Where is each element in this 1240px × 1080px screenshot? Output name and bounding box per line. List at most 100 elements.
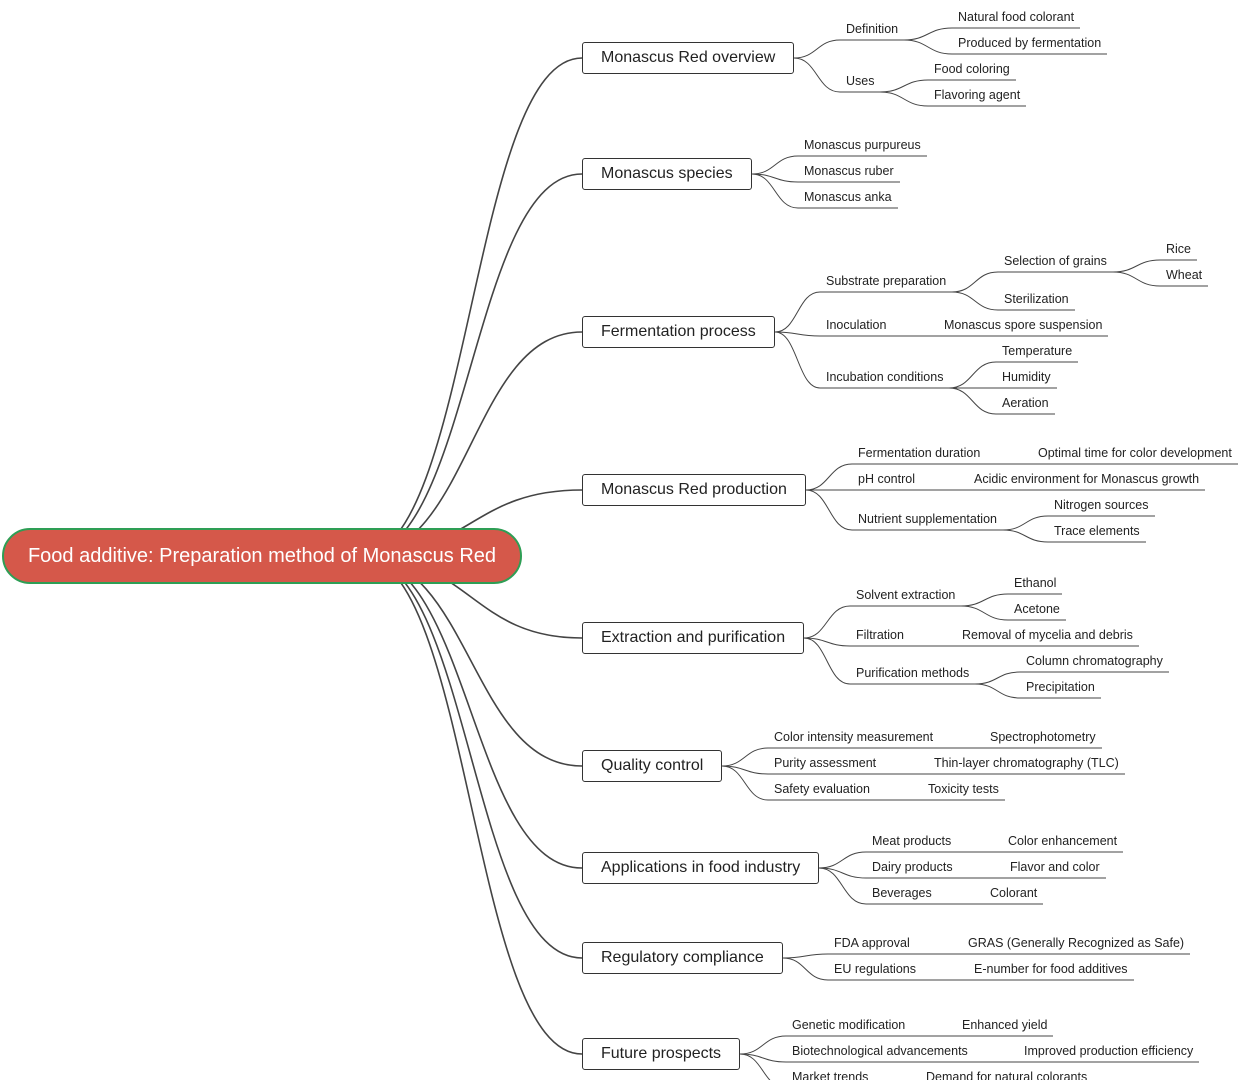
link-7-0 [782, 953, 829, 959]
topic-produced-by-fermentation[interactable]: Produced by fermentation [958, 36, 1102, 50]
topic-biotechnological-advancements[interactable]: Biotechnological advancements [792, 1044, 968, 1058]
topic-incubation-conditions[interactable]: Incubation conditions [826, 370, 944, 384]
link-0-0 [793, 39, 841, 59]
branch-monascus-red-production[interactable]: Monascus Red production [582, 474, 806, 506]
topic-ph-control[interactable]: pH control [858, 472, 915, 486]
topic-e-number[interactable]: E-number for food additives [974, 962, 1128, 976]
link-8-2 [739, 1053, 771, 1080]
root-link-7 [359, 555, 583, 959]
link-2-0-1 [951, 291, 999, 311]
topic-flavor-and-color[interactable]: Flavor and color [1010, 860, 1100, 874]
link-2-2 [774, 331, 821, 389]
link-5-2 [721, 765, 769, 801]
topic-monascus-anka[interactable]: Monascus anka [804, 190, 892, 204]
topic-optimal-time[interactable]: Optimal time for color development [1038, 446, 1232, 460]
topic-enhanced-yield[interactable]: Enhanced yield [962, 1018, 1048, 1032]
topic-colorant[interactable]: Colorant [990, 886, 1038, 900]
root-link-0 [359, 57, 583, 557]
branch-future-prospects[interactable]: Future prospects [582, 1038, 741, 1070]
link-0-1-0 [879, 79, 929, 93]
topic-nitrogen-sources[interactable]: Nitrogen sources [1054, 498, 1149, 512]
topic-meat-products[interactable]: Meat products [872, 834, 952, 848]
topic-monascus-spore-suspension[interactable]: Monascus spore suspension [944, 318, 1103, 332]
link-2-0-0-0 [1112, 259, 1161, 273]
link-6-0 [818, 851, 867, 869]
link-2-1 [774, 331, 821, 337]
link-0-1-1 [879, 91, 929, 107]
branch-applications-in-food-industry[interactable]: Applications in food industry [582, 852, 820, 884]
topic-acidic-environment[interactable]: Acidic environment for Monascus growth [974, 472, 1200, 486]
root-node[interactable]: Food additive: Preparation method of Mon… [2, 528, 522, 584]
topic-gras[interactable]: GRAS (Generally Recognized as Safe) [968, 936, 1185, 950]
topic-color-intensity-measurement[interactable]: Color intensity measurement [774, 730, 934, 744]
link-2-0-0-1 [1112, 271, 1161, 287]
topic-humidity[interactable]: Humidity [1002, 370, 1051, 384]
topic-fermentation-duration[interactable]: Fermentation duration [858, 446, 981, 460]
topic-monascus-ruber[interactable]: Monascus ruber [804, 164, 894, 178]
topic-definition[interactable]: Definition [846, 22, 899, 36]
topic-market-trends[interactable]: Market trends [792, 1070, 869, 1080]
topic-improved-production-efficiency[interactable]: Improved production efficiency [1024, 1044, 1194, 1058]
topic-column-chromatography[interactable]: Column chromatography [1026, 654, 1163, 668]
branch-regulatory-compliance[interactable]: Regulatory compliance [582, 942, 783, 974]
topic-flavoring-agent[interactable]: Flavoring agent [934, 88, 1021, 102]
topic-sterilization[interactable]: Sterilization [1004, 292, 1069, 306]
link-4-2-1 [974, 683, 1021, 699]
topic-demand-for-natural-colorants[interactable]: Demand for natural colorants [926, 1070, 1088, 1080]
topic-temperature[interactable]: Temperature [1002, 344, 1073, 358]
topic-precipitation[interactable]: Precipitation [1026, 680, 1095, 694]
topic-inoculation[interactable]: Inoculation [826, 318, 887, 332]
topic-color-enhancement[interactable]: Color enhancement [1008, 834, 1118, 848]
topic-monascus-purpureus[interactable]: Monascus purpureus [804, 138, 921, 152]
topic-spectrophotometry[interactable]: Spectrophotometry [990, 730, 1096, 744]
topic-natural-food-colorant[interactable]: Natural food colorant [958, 10, 1075, 24]
branch-fermentation-process[interactable]: Fermentation process [582, 316, 775, 348]
link-2-0-0 [951, 271, 999, 293]
topic-toxicity-tests[interactable]: Toxicity tests [928, 782, 999, 796]
branch-extraction-and-purification[interactable]: Extraction and purification [582, 622, 805, 654]
link-5-0 [721, 747, 769, 767]
topic-uses[interactable]: Uses [846, 74, 875, 88]
branch-monascus-species[interactable]: Monascus species [582, 158, 752, 190]
link-3-2 [805, 489, 853, 531]
branch-quality-control[interactable]: Quality control [582, 750, 723, 782]
topic-safety-evaluation[interactable]: Safety evaluation [774, 782, 870, 796]
topic-dairy-products[interactable]: Dairy products [872, 860, 953, 874]
topic-wheat[interactable]: Wheat [1166, 268, 1203, 282]
topic-fda-approval[interactable]: FDA approval [834, 936, 910, 950]
topic-trace-elements[interactable]: Trace elements [1054, 524, 1140, 538]
link-3-2-0 [1002, 515, 1049, 531]
link-0-0-0 [903, 27, 953, 41]
topic-acetone[interactable]: Acetone [1014, 602, 1060, 616]
topic-beverages[interactable]: Beverages [872, 886, 932, 900]
topic-filtration[interactable]: Filtration [856, 628, 904, 642]
topic-selection-of-grains[interactable]: Selection of grains [1004, 254, 1107, 268]
topic-aeration[interactable]: Aeration [1002, 396, 1049, 410]
root-link-5 [359, 555, 583, 767]
topic-ethanol[interactable]: Ethanol [1014, 576, 1057, 590]
root-link-1 [359, 173, 583, 557]
topic-rice[interactable]: Rice [1166, 242, 1192, 256]
root-link-8 [359, 555, 583, 1055]
topic-eu-regulations[interactable]: EU regulations [834, 962, 916, 976]
root-link-6 [359, 555, 583, 869]
link-3-0 [805, 463, 853, 491]
topic-removal-of-mycelia[interactable]: Removal of mycelia and debris [962, 628, 1133, 642]
topic-purification-methods[interactable]: Purification methods [856, 666, 970, 680]
link-4-0-1 [960, 605, 1009, 621]
link-4-2-0 [974, 671, 1021, 685]
topic-food-coloring[interactable]: Food coloring [934, 62, 1010, 76]
topic-substrate-preparation[interactable]: Substrate preparation [826, 274, 947, 288]
topic-nutrient-supplementation[interactable]: Nutrient supplementation [858, 512, 997, 526]
link-1-0 [751, 155, 799, 175]
topic-genetic-modification[interactable]: Genetic modification [792, 1018, 906, 1032]
topic-purity-assessment[interactable]: Purity assessment [774, 756, 877, 770]
link-4-1 [803, 637, 851, 647]
link-2-2-2 [948, 387, 997, 415]
branch-monascus-red-overview[interactable]: Monascus Red overview [582, 42, 795, 74]
topic-tlc[interactable]: Thin-layer chromatography (TLC) [934, 756, 1119, 770]
link-1-2 [751, 173, 799, 209]
link-2-2-0 [948, 361, 997, 389]
topic-solvent-extraction[interactable]: Solvent extraction [856, 588, 956, 602]
